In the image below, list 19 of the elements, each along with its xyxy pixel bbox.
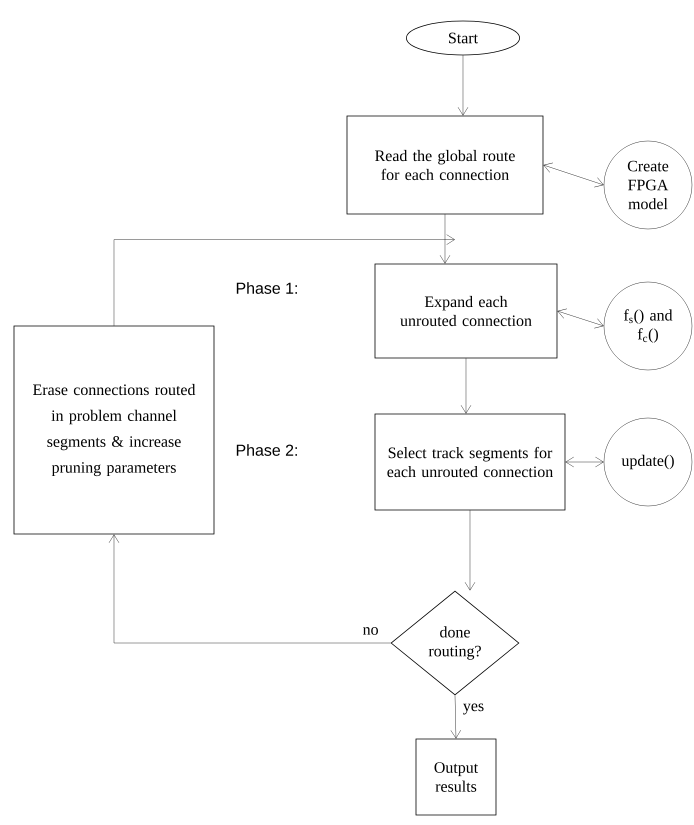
process-box: Expand each unrouted connection (374, 264, 558, 358)
arrow (440, 214, 450, 264)
arrow (114, 234, 455, 326)
edge-label: yes (462, 702, 486, 716)
phase-label: Phase 2: (236, 444, 297, 456)
process-box: Erase connections routed in problem channel segments & increase pruning parameters (14, 326, 214, 534)
arrow (558, 308, 604, 328)
edge-label: no (362, 626, 380, 636)
arrow (460, 358, 472, 414)
process-box: Select track segments for each unrouted connection (374, 414, 566, 510)
arrow (464, 510, 476, 590)
arrow (544, 162, 604, 188)
arrow (566, 456, 604, 468)
arrow (458, 55, 468, 116)
process-box: Read the global route for each connection (346, 116, 544, 214)
arrow (108, 534, 391, 644)
arrow (450, 695, 461, 738)
terminal-box: Output results (416, 738, 496, 816)
phase-label: Phase 1: (236, 282, 297, 294)
